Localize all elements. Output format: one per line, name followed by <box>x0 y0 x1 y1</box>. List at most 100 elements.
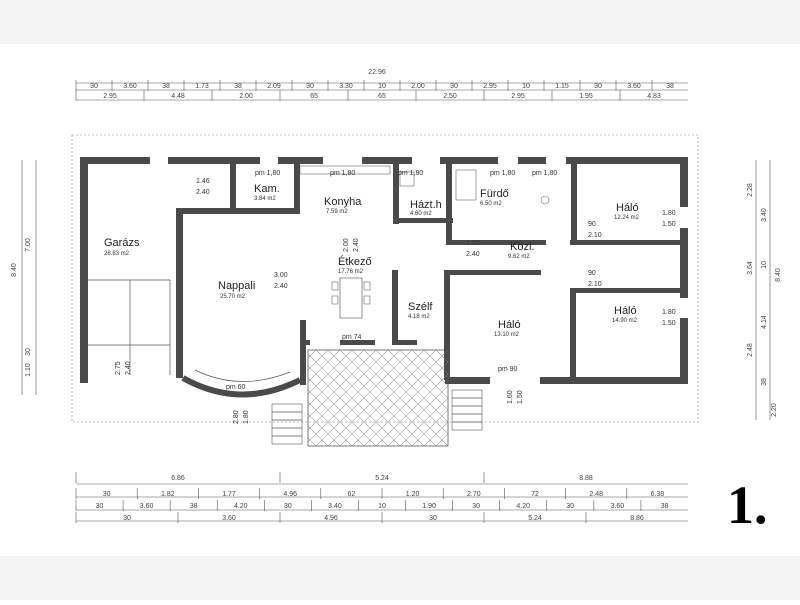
dimension-label: 4.96 <box>324 515 338 522</box>
room-furdo: Fürdő <box>480 188 509 200</box>
bay-window-inner <box>194 369 291 382</box>
dimension-label: 30 <box>472 503 480 510</box>
hatch-line <box>375 373 448 446</box>
outer-walls <box>80 157 688 384</box>
garage-door <box>88 279 171 375</box>
svg-text:10: 10 <box>761 261 768 269</box>
svg-text:2.40: 2.40 <box>274 283 288 290</box>
hatch-line <box>532 350 628 446</box>
svg-text:pm 1,80: pm 1,80 <box>255 170 280 177</box>
eave-outline <box>71 134 699 423</box>
svg-text:13.10 m2: 13.10 m2 <box>494 332 520 338</box>
room-halo-1: Háló <box>616 202 639 214</box>
hatch-line <box>544 350 640 446</box>
room-halo-3: Háló <box>614 305 637 317</box>
svg-text:25.70 m2: 25.70 m2 <box>220 294 246 300</box>
hatch-line <box>399 350 448 399</box>
svg-text:38: 38 <box>761 378 768 386</box>
svg-text:2.40: 2.40 <box>353 238 360 252</box>
svg-text:2.80: 2.80 <box>233 410 240 424</box>
hatch-line <box>484 350 580 446</box>
dimension-label: 4.20 <box>234 503 248 510</box>
dimension-label: 38 <box>190 503 198 510</box>
dimension-label: 65 <box>378 93 386 100</box>
svg-text:26.83 m2: 26.83 m2 <box>104 251 130 257</box>
room-nappali: Nappali <box>218 280 255 292</box>
bottom-margin <box>0 556 800 600</box>
svg-text:2.20: 2.20 <box>771 403 778 417</box>
svg-text:1.10: 1.10 <box>25 363 32 377</box>
room-halo-2: Háló <box>498 319 521 331</box>
dimension-label: 65 <box>310 93 318 100</box>
svg-text:1.50: 1.50 <box>662 221 676 228</box>
dimension-label: 2.95 <box>103 93 117 100</box>
dimension-label: 4.96 <box>283 491 297 498</box>
hatch-line <box>208 350 304 446</box>
dimension-label: 1.20 <box>406 491 420 498</box>
hatch-line <box>520 350 616 446</box>
dimension-label: 3.60 <box>140 503 154 510</box>
hatch-line <box>520 350 616 446</box>
svg-text:3.84 m2: 3.84 m2 <box>254 196 276 202</box>
dimension-label: 6.38 <box>651 491 665 498</box>
dimension-label: 2.00 <box>239 93 253 100</box>
svg-text:12.24 m2: 12.24 m2 <box>614 215 640 221</box>
svg-text:1.60: 1.60 <box>507 390 514 404</box>
dimension-label: 5.24 <box>375 475 389 482</box>
dimension-label: 1.82 <box>161 491 175 498</box>
dimension-label: 38 <box>234 83 242 90</box>
svg-text:2.75: 2.75 <box>115 361 122 375</box>
top-margin <box>0 0 800 44</box>
svg-text:7.00: 7.00 <box>25 238 32 252</box>
room-kozl: Közl. <box>510 241 534 253</box>
dimension-label: 2.00 <box>411 83 425 90</box>
dimension-label: 3.60 <box>627 83 641 90</box>
svg-text:2.48: 2.48 <box>747 343 754 357</box>
hatch-line <box>315 350 413 446</box>
dimension-label: 5.24 <box>528 515 542 522</box>
dimension-label: 3.60 <box>222 515 236 522</box>
hatch-line <box>423 350 448 375</box>
dimension-label: 2.95 <box>511 93 525 100</box>
room-etkezo: Étkező <box>338 255 372 268</box>
svg-text:pm 1,80: pm 1,80 <box>532 170 557 177</box>
svg-text:1.80: 1.80 <box>243 410 250 424</box>
hatch-line <box>308 350 377 419</box>
bathtub <box>455 169 477 201</box>
dimension-label: 3.60 <box>123 83 137 90</box>
dimension-label: 8.88 <box>579 475 593 482</box>
toilet <box>540 195 550 205</box>
svg-text:9.62 m2: 9.62 m2 <box>508 254 530 260</box>
hatch-line <box>363 361 448 446</box>
dimension-label: 1.77 <box>222 491 236 498</box>
room-haztartas: Házt.h <box>410 199 442 211</box>
svg-text:2.40: 2.40 <box>196 189 210 196</box>
hatch-line <box>387 385 448 446</box>
dimension-label: 2.09 <box>267 83 281 90</box>
dimension-label: 4.20 <box>516 503 530 510</box>
svg-text:4.14: 4.14 <box>761 315 768 329</box>
svg-text:1.20: 1.20 <box>466 240 480 247</box>
room-szelf: Szélf <box>408 301 433 313</box>
dimension-label: 30 <box>103 491 111 498</box>
dimension-label: 10 <box>378 503 386 510</box>
right-dimensions: 2.28 3.40 3.64 10 8.40 2.48 4.14 38 2.20 <box>747 160 782 420</box>
dimension-label: 38 <box>661 503 669 510</box>
dining-table <box>331 277 371 319</box>
dimension-label: 3.40 <box>328 503 342 510</box>
dimension-label: 2.48 <box>589 491 603 498</box>
hatch-line <box>308 413 341 446</box>
dimension-label: 4.83 <box>647 93 661 100</box>
overall-dimension: 22.96 <box>368 69 386 76</box>
room-labels: Garázs 26.83 m2 Kam. 3.84 m2 Konyha 7.59… <box>104 183 640 338</box>
svg-text:17.76 m2: 17.76 m2 <box>338 269 364 275</box>
dimension-label: 1.73 <box>195 83 209 90</box>
svg-text:2.10: 2.10 <box>588 281 602 288</box>
dimension-label: 2.70 <box>467 491 481 498</box>
dimension-label: 30 <box>450 83 458 90</box>
inner-dimensions: 1.46 2.40 2.75 2.40 3.00 2.40 2.00 2.40 … <box>115 178 676 424</box>
dimension-label: 30 <box>90 83 98 90</box>
dimension-label: 38 <box>666 83 674 90</box>
